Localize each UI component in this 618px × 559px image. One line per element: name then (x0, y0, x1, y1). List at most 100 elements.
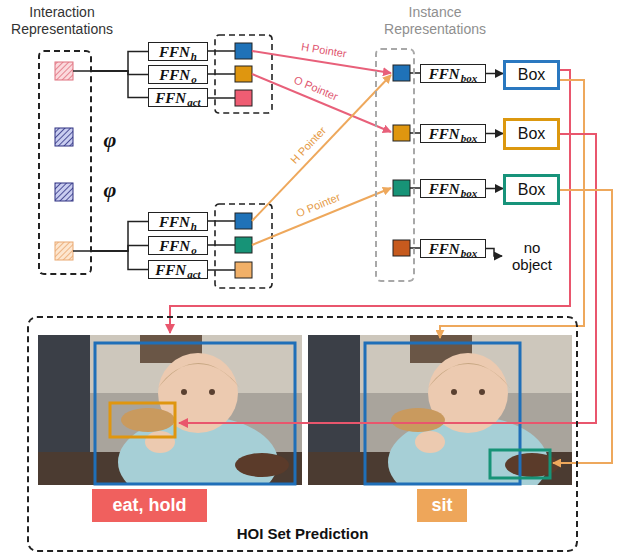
text-group: FFNact (155, 262, 200, 278)
text-group: FFNbox (429, 66, 477, 82)
embedding-square (235, 66, 252, 82)
text-group: FFNbox (429, 241, 477, 257)
human-bbox (365, 343, 520, 484)
pointer-label: H Pointer (300, 40, 347, 59)
box-label: Box (518, 125, 546, 143)
ffn-box: FFNbox (420, 179, 486, 198)
connector (486, 133, 503, 135)
ffn-name: FFN (429, 126, 460, 142)
box-label: Box (518, 66, 546, 84)
text-group: Box (518, 125, 546, 143)
ffn-subscript: box (461, 247, 478, 259)
pointer-arrow (252, 188, 391, 245)
text-group: sit (431, 495, 452, 516)
ffn-subscript: o (191, 73, 197, 85)
ffn-box: FFNbox (420, 64, 486, 83)
ffn-name: FFN (159, 214, 190, 230)
ffn-name: FFN (159, 238, 190, 254)
ffn-name: FFN (429, 241, 460, 257)
pointer-label: O Pointer (292, 73, 340, 102)
instance-square (393, 180, 410, 196)
group-heading: Interaction Representations (4, 4, 120, 38)
query-square (55, 62, 73, 80)
text-group: Box (518, 66, 546, 84)
ffn-subscript: o (191, 244, 197, 256)
photo-scene (38, 335, 302, 485)
pointer-label: H Pointer (288, 124, 328, 166)
ffn-box: FFNact (148, 260, 208, 279)
query-square (55, 183, 73, 201)
human-bbox (95, 343, 295, 484)
verb-label: sit (431, 495, 452, 516)
ffn-subscript: act (187, 268, 200, 280)
ffn-subscript: box (461, 132, 478, 144)
route-line (440, 80, 584, 338)
pointer-label: O Pointer (294, 191, 342, 220)
embedding-square (235, 90, 252, 106)
embedding-square (235, 262, 252, 278)
ffn-box: FFNbox (420, 124, 486, 143)
box-output: Box (503, 60, 560, 90)
ffn-subscript: box (461, 187, 478, 199)
ffn-subscript: h (191, 220, 197, 232)
ffn-box: FFNo (148, 236, 208, 255)
wire (73, 250, 92, 252)
box-output: Box (503, 118, 560, 150)
instance-square (393, 240, 410, 256)
text-group: FFNo (159, 238, 196, 254)
text-group: FFNbox (429, 181, 477, 197)
connector (92, 222, 148, 252)
box-label: Box (518, 181, 546, 199)
object-bbox (110, 403, 175, 437)
embedding-square (235, 213, 252, 229)
connector (92, 52, 148, 72)
verb-tag: eat, hold (92, 489, 207, 522)
route-line (179, 134, 596, 423)
output-text: no object (502, 239, 562, 274)
text-group: FFNact (155, 90, 200, 106)
pointer-arrow (252, 74, 391, 132)
connector (486, 73, 503, 75)
wire (73, 70, 92, 72)
text-group: FFNbox (429, 126, 477, 142)
connector (92, 246, 148, 252)
text-group: FFNh (159, 214, 197, 230)
embedding-square (235, 237, 252, 253)
embedding-square (235, 43, 252, 59)
instance-square (393, 65, 410, 81)
route-line (553, 190, 612, 463)
ffn-box: FFNbox (420, 239, 486, 258)
connector (92, 251, 148, 270)
wires (208, 51, 420, 270)
ffn-name: FFN (155, 90, 186, 106)
ffn-subscript: act (187, 96, 200, 108)
text-group: Box (518, 181, 546, 199)
group-bracket (215, 204, 272, 288)
box-output: Box (503, 174, 560, 205)
ffn-name: FFN (155, 262, 186, 278)
verb-label: eat, hold (112, 495, 186, 516)
ffn-name: FFN (159, 67, 190, 83)
ffn-box: FFNh (148, 42, 208, 61)
instance-square (393, 125, 410, 141)
ffn-box: FFNo (148, 65, 208, 84)
ffn-name: FFN (429, 181, 460, 197)
connector (486, 188, 503, 190)
ffn-box: FFNact (148, 88, 208, 107)
connector (92, 71, 148, 98)
object-bbox (490, 450, 550, 478)
text-group: FFNo (159, 67, 196, 83)
text-group: no object (502, 239, 562, 274)
text-group: FFNh (159, 44, 197, 60)
photo-scene (308, 335, 572, 508)
phi-symbol: φ (104, 177, 117, 203)
ffn-subscript: box (461, 72, 478, 84)
panel-heading: HOI Set Prediction (29, 525, 576, 542)
text-group: eat, hold (112, 495, 186, 516)
dashed-group: Interaction Representations (38, 50, 92, 275)
dashed-group: Instance Representations (375, 48, 415, 282)
ffn-box: FFNh (148, 212, 208, 231)
ffn-name: FFN (159, 44, 190, 60)
group-heading: Instance Representations (377, 4, 493, 38)
